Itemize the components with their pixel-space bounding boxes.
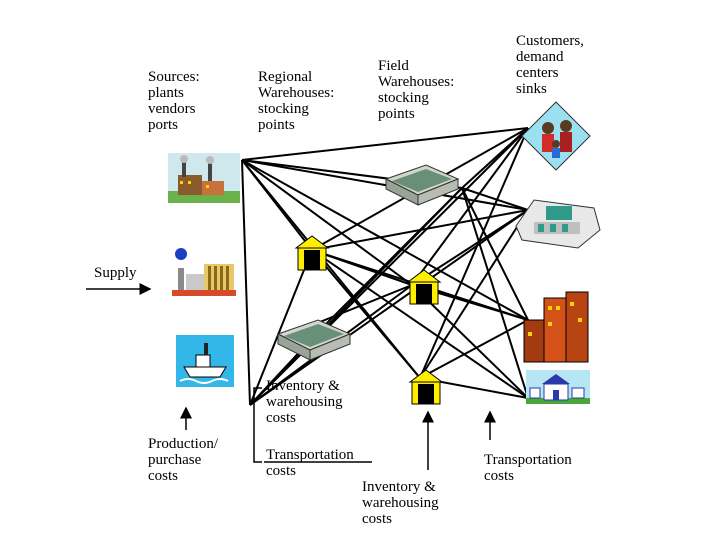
city-buildings-icon: [523, 291, 589, 363]
warehouse-door-icon: [408, 369, 444, 405]
connection-line: [461, 187, 529, 321]
refinery-icon: [172, 248, 236, 296]
transportation-costs-label: Transportation costs: [266, 447, 354, 479]
connection-line: [249, 209, 529, 406]
connection-line: [419, 127, 529, 379]
house-icon: [526, 370, 590, 404]
connection-line: [241, 127, 529, 161]
warehouse-door-icon: [294, 235, 330, 271]
inventory-warehousing-costs-label: Inventory & warehousing costs: [266, 378, 343, 426]
regional-warehouses-label: Regional Warehouses: stocking points: [258, 69, 335, 133]
field-warehouses-label: Field Warehouses: stocking points: [378, 58, 455, 122]
connection-line: [249, 187, 463, 406]
connection-line: [411, 127, 529, 286]
warehouse-door-icon: [406, 269, 442, 305]
connection-line: [241, 159, 529, 211]
customers-label: Customers, demand centers sinks: [516, 33, 584, 97]
people-icon: [521, 101, 591, 171]
connection-line: [241, 159, 529, 321]
cost-bracket: [253, 387, 262, 463]
warehouse-building-icon: [384, 164, 460, 206]
connection-line: [311, 249, 421, 379]
connection-line: [461, 187, 529, 399]
connection-line: [419, 209, 529, 379]
inventory-warehousing-costs-label: Inventory & warehousing costs: [362, 479, 439, 527]
store-icon: [515, 199, 601, 249]
connection-line: [419, 319, 529, 379]
connection-line: [311, 249, 529, 399]
connection-line: [461, 187, 529, 211]
transportation-costs-label: Transportation costs: [484, 452, 572, 484]
ship-icon: [176, 335, 234, 387]
production-costs-label: Production/ purchase costs: [148, 436, 218, 484]
warehouse-building-icon: [276, 319, 352, 361]
factory-icon: [168, 153, 240, 203]
supply-label: Supply: [94, 265, 137, 281]
connection-lines: [241, 127, 529, 406]
connection-line: [249, 249, 313, 406]
sources-label: Sources: plants vendors ports: [148, 69, 200, 133]
connection-line: [241, 159, 251, 406]
connection-line: [241, 159, 413, 286]
